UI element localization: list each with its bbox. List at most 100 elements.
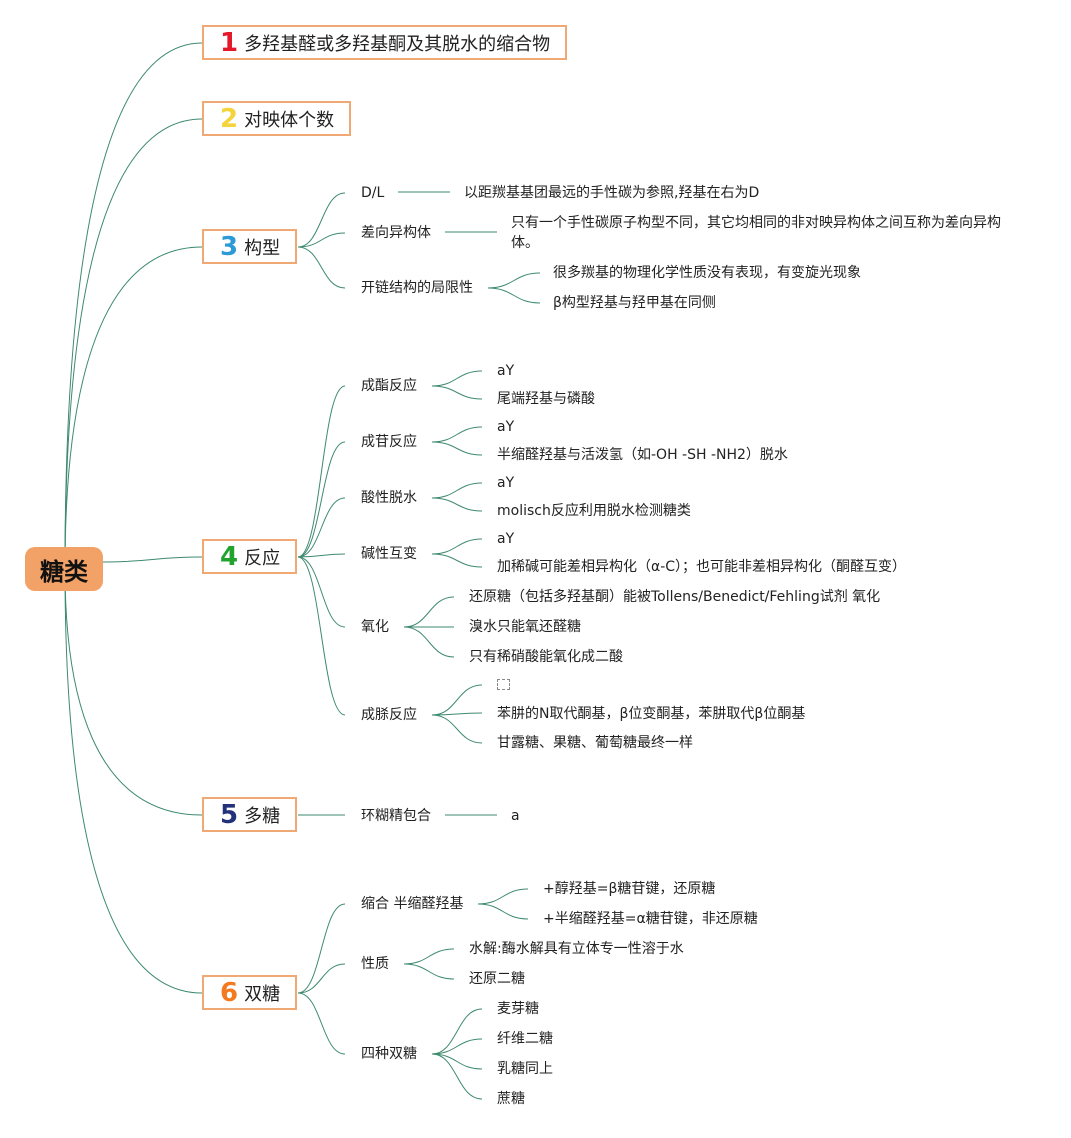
connector-condense-1 xyxy=(477,903,529,920)
connector-r0-b xyxy=(431,385,483,400)
connector-reaction-3 xyxy=(297,553,346,558)
node-property-item-2[interactable]: 还原二糖 xyxy=(469,971,525,987)
node-four-item-4[interactable]: 蔗糖 xyxy=(497,1091,525,1107)
connector-four-2 xyxy=(431,1053,483,1070)
category-label: 反应 xyxy=(244,547,281,569)
connector-root-1 xyxy=(64,42,203,570)
connector-root-3 xyxy=(64,246,203,570)
connector-config-1 xyxy=(297,232,346,248)
connector-r2-b xyxy=(431,497,483,512)
connector-reaction-4 xyxy=(297,556,346,628)
connector-disacch-2 xyxy=(297,992,346,1055)
number-6-icon: 6 xyxy=(220,977,239,1008)
node-openchain-detail-1[interactable]: 很多羰基的物理化学性质没有表现，有变旋光现象 xyxy=(553,265,861,281)
node-condense-item-2[interactable]: +半缩醛羟基=α糖苷键，非还原糖 xyxy=(543,911,758,927)
connector-disacch-0 xyxy=(297,903,346,994)
number-4-icon: 4 xyxy=(220,541,239,572)
connector-reaction-0 xyxy=(297,385,346,558)
connector-oxid-2 xyxy=(403,626,455,658)
node-oxidation-item-2[interactable]: 溴水只能氧还醛糖 xyxy=(469,619,581,635)
node-base[interactable]: 碱性互变 xyxy=(361,546,417,562)
connector-openchain-1 xyxy=(487,272,541,289)
category-label: 构型 xyxy=(244,237,281,259)
node-openchain[interactable]: 开链结构的局限性 xyxy=(361,280,473,296)
node-condense[interactable]: 缩合 半缩醛羟基 xyxy=(361,896,464,912)
node-epimer-detail[interactable]: 只有一个手性碳原子构型不同，其它均相同的非对映异构体之间互称为差向异构体。 xyxy=(511,215,1001,251)
category-label: 多羟基醛或多羟基酮及其脱水的缩合物 xyxy=(244,33,551,55)
node-acid-item-1[interactable]: aY xyxy=(497,475,515,491)
node-acid-item-2[interactable]: molisch反应利用脱水检测糖类 xyxy=(497,503,691,519)
node-osazone[interactable]: 成脎反应 xyxy=(361,707,417,723)
category-label: 多糖 xyxy=(244,805,281,827)
connector-config-2 xyxy=(297,246,346,289)
node-four[interactable]: 四种双糖 xyxy=(361,1046,417,1062)
node-four-item-3[interactable]: 乳糖同上 xyxy=(497,1061,553,1077)
node-ester-item-1[interactable]: aY xyxy=(497,363,515,379)
connector-reaction-5 xyxy=(297,556,346,716)
connector-r1-b xyxy=(431,441,483,456)
connector-reaction-2 xyxy=(297,497,346,558)
connector-r2-a xyxy=(431,482,483,499)
node-glycoside[interactable]: 成苷反应 xyxy=(361,434,417,450)
node-four-item-1[interactable]: 麦芽糖 xyxy=(497,1001,539,1017)
connector-four-0 xyxy=(431,1008,483,1055)
connector-osazone-2 xyxy=(431,714,483,744)
category-5[interactable]: 5 多糖 xyxy=(202,797,297,832)
connector-root-4 xyxy=(102,556,203,563)
node-osazone-item-2[interactable]: 甘露糖、果糖、葡萄糖最终一样 xyxy=(497,735,693,751)
category-3[interactable]: 3 构型 xyxy=(202,229,297,264)
connector-r0-a xyxy=(431,370,483,387)
node-property-item-1[interactable]: 水解:酶水解具有立体专一性溶于水 xyxy=(469,941,684,957)
category-1[interactable]: 1 多羟基醛或多羟基酮及其脱水的缩合物 xyxy=(202,25,567,60)
connector-disacch-1 xyxy=(297,963,346,994)
connector-r3-b xyxy=(431,553,483,568)
node-oxidation-item-3[interactable]: 只有稀硝酸能氧化成二酸 xyxy=(469,649,623,665)
connector-openchain-2 xyxy=(487,287,541,304)
connector-reaction-1 xyxy=(297,441,346,558)
category-6[interactable]: 6 双糖 xyxy=(202,975,297,1010)
node-ester-item-2[interactable]: 尾端羟基与磷酸 xyxy=(497,391,595,407)
connector-four-1 xyxy=(431,1038,483,1055)
node-four-item-2[interactable]: 纤维二糖 xyxy=(497,1031,553,1047)
connector-osazone-0 xyxy=(431,684,483,716)
number-1-icon: 1 xyxy=(220,27,239,58)
category-label: 双糖 xyxy=(244,983,281,1005)
connector-root-6 xyxy=(64,568,203,994)
node-osazone-item-1[interactable]: 苯肼的N取代酮基，β位变酮基，苯肼取代β位酮基 xyxy=(497,706,806,722)
connector-osazone-1 xyxy=(431,712,483,716)
connector-root-2 xyxy=(64,118,203,570)
connector-property-0 xyxy=(403,948,455,965)
number-3-icon: 3 xyxy=(220,231,239,262)
node-cyclodextrin[interactable]: 环糊精包合 xyxy=(361,808,431,824)
root-node[interactable]: 糖类 xyxy=(25,547,103,591)
node-glycoside-item-1[interactable]: aY xyxy=(497,419,515,435)
connector-r3-a xyxy=(431,538,483,555)
node-glycoside-item-2[interactable]: 半缩醛羟基与活泼氢（如-OH -SH -NH2）脱水 xyxy=(497,447,788,463)
node-oxidation[interactable]: 氧化 xyxy=(361,619,389,635)
connector-r1-a xyxy=(431,426,483,443)
connector-root-5 xyxy=(64,568,203,816)
node-openchain-detail-2[interactable]: β构型羟基与羟甲基在同侧 xyxy=(553,295,716,311)
category-4[interactable]: 4 反应 xyxy=(202,539,297,574)
node-dl-detail[interactable]: 以距羰基基团最远的手性碳为参照,羟基在右为D xyxy=(464,185,760,201)
connector-four-3 xyxy=(431,1053,483,1100)
connector-config-0 xyxy=(297,192,346,248)
number-2-icon: 2 xyxy=(220,103,239,134)
number-5-icon: 5 xyxy=(220,799,239,830)
node-base-item-2[interactable]: 加稀碱可能差相异构化（α-C）；也可能非差相异构化（酮醛互变） xyxy=(497,559,907,575)
category-label: 对映体个数 xyxy=(244,109,335,131)
node-osazone-image-icon[interactable] xyxy=(497,679,510,690)
node-ester[interactable]: 成酯反应 xyxy=(361,378,417,394)
node-property[interactable]: 性质 xyxy=(361,956,389,972)
node-base-item-1[interactable]: aY xyxy=(497,531,515,547)
category-2[interactable]: 2 对映体个数 xyxy=(202,101,351,136)
node-dl[interactable]: D/L xyxy=(361,185,385,201)
node-epimer[interactable]: 差向异构体 xyxy=(361,225,431,241)
node-oxidation-item-1[interactable]: 还原糖（包括多羟基酮）能被Tollens/Benedict/Fehling试剂 … xyxy=(469,589,881,605)
node-condense-item-1[interactable]: +醇羟基=β糖苷键，还原糖 xyxy=(543,881,716,897)
node-cyclodextrin-detail[interactable]: a xyxy=(511,808,520,824)
node-acid[interactable]: 酸性脱水 xyxy=(361,490,417,506)
connector-property-1 xyxy=(403,963,455,980)
connector-oxid-0 xyxy=(403,596,455,628)
